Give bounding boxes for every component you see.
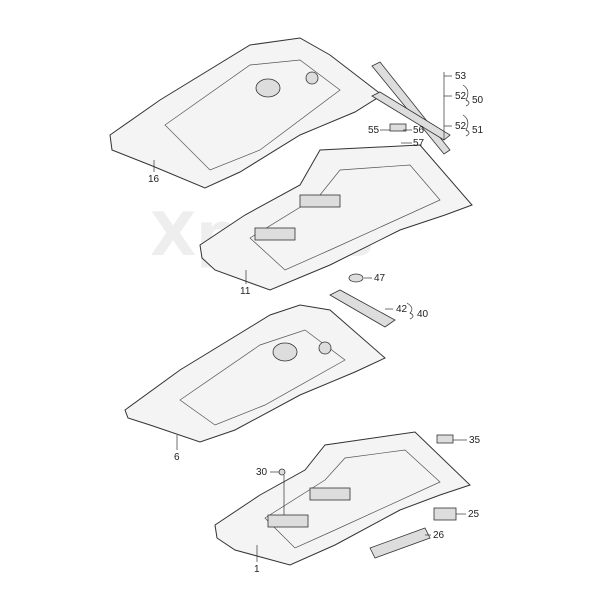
headliner-16[interactable] [109,37,383,189]
label-56: 56 [413,125,425,136]
label-52b: 52 [455,121,467,132]
label-50: 50 [472,95,484,106]
leader-lines [153,72,470,562]
lamp-35[interactable] [436,434,454,444]
bracket-55[interactable] [389,123,407,132]
label-11: 11 [240,286,251,297]
label-53: 53 [455,71,467,82]
headliner-11[interactable] [199,144,473,291]
label-30: 30 [256,467,268,478]
pad-25[interactable] [433,507,457,521]
label-40: 40 [417,309,429,320]
label-51: 51 [472,125,484,136]
label-1: 1 [254,564,260,575]
roof-rail-51[interactable] [371,91,451,141]
label-35: 35 [469,435,481,446]
label-6: 6 [174,452,180,463]
label-26: 26 [433,530,445,541]
clip-47[interactable] [348,273,364,283]
label-25: 25 [468,509,480,520]
strip-26[interactable] [369,527,431,559]
label-52a: 52 [455,91,467,102]
bracket-40[interactable] [329,289,396,328]
label-57: 57 [413,138,425,149]
label-55: 55 [368,125,380,136]
clip-30[interactable] [278,468,286,476]
headliner-6[interactable] [124,304,386,443]
roof-rail-50[interactable] [371,61,451,155]
headliner-1[interactable] [214,431,471,566]
label-16: 16 [148,174,160,185]
label-42: 42 [396,304,408,315]
label-47: 47 [374,273,386,284]
